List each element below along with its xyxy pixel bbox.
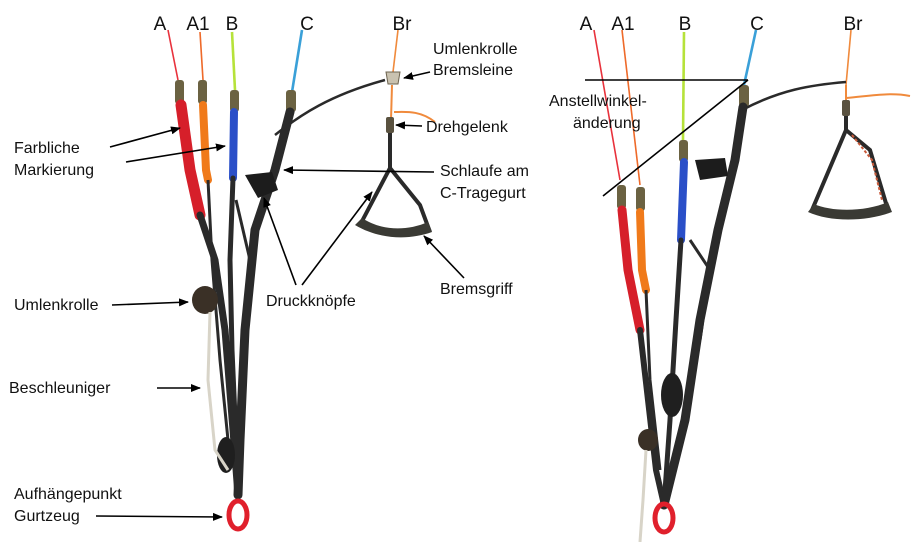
- right-pulley-lower: [638, 429, 658, 451]
- label-aufhaengepunkt-line2: Gurtzeug: [14, 508, 80, 525]
- left-line-b: [232, 32, 235, 90]
- left-riser-set: [168, 30, 435, 529]
- arrow-aufhaengepunkt: [96, 516, 222, 517]
- left-brake-handle-strap: [360, 133, 430, 232]
- left-line-br: [393, 30, 398, 72]
- right-brake-handle-stitch: [852, 135, 882, 200]
- left-orange-marking: [203, 105, 208, 180]
- label-umlenkrolle: Umlenkrolle: [14, 297, 99, 314]
- label-schlaufe-line2: C-Tragegurt: [440, 185, 526, 202]
- right-brake-handle: [808, 202, 892, 220]
- left-hang-loop: [229, 501, 247, 529]
- arrow-umlenkrolle-bremsleine: [404, 72, 430, 78]
- left-brake-handle: [355, 218, 432, 237]
- right-pulley: [661, 373, 683, 417]
- label-farbliche-line1: Farbliche: [14, 140, 80, 157]
- left-blue-marking: [233, 112, 234, 178]
- label-druckknoepfe: Druckknöpfe: [266, 293, 356, 310]
- left-line-a1: [200, 32, 203, 80]
- label-anstellwinkel-line1: Anstellwinkel-: [549, 93, 647, 110]
- left-brake-pulley: [386, 72, 400, 84]
- right-line-c: [744, 30, 756, 85]
- right-brake-connect: [742, 82, 846, 110]
- left-header-b: B: [226, 14, 239, 35]
- label-drehgelenk: Drehgelenk: [426, 119, 509, 136]
- arrow-schlaufe: [284, 170, 434, 172]
- label-schlaufe-line1: Schlaufe am: [440, 163, 529, 180]
- arrow-druckknoepfe-to-loop: [264, 198, 296, 285]
- right-header-c: C: [750, 14, 764, 35]
- right-swivel: [842, 100, 850, 116]
- left-header-br: Br: [393, 14, 413, 35]
- right-maillon-a1: [636, 187, 645, 211]
- left-pulley: [192, 286, 218, 314]
- left-header-a1: A1: [186, 14, 209, 35]
- right-line-b: [683, 32, 684, 140]
- right-maillon-a: [617, 185, 626, 209]
- arrow-farbliche-to-blue: [126, 146, 225, 162]
- right-blue-marking: [681, 162, 684, 240]
- arrow-bremsgriff: [424, 236, 464, 278]
- arrow-drehgelenk: [396, 125, 422, 126]
- left-red-marking: [181, 105, 200, 215]
- left-maillon-a1: [198, 80, 207, 104]
- right-header-a: A: [580, 14, 593, 35]
- right-line-br: [846, 30, 851, 85]
- left-header-c: C: [300, 14, 314, 35]
- arrow-farbliche-to-red: [110, 128, 180, 147]
- label-umlenkrolle-bremsleine-line1: Umlenkrolle: [433, 41, 518, 58]
- arrow-umlenkrolle: [112, 302, 188, 305]
- label-farbliche-line2: Markierung: [14, 162, 94, 179]
- label-anstellwinkel-line2: änderung: [573, 115, 641, 132]
- left-swivel: [386, 117, 394, 133]
- left-line-a: [168, 30, 178, 80]
- right-orange-marking: [640, 212, 646, 290]
- right-header-br: Br: [844, 14, 864, 35]
- label-beschleuniger: Beschleuniger: [9, 380, 111, 397]
- left-c-loop: [245, 172, 278, 198]
- label-umlenkrolle-bremsleine-line2: Bremsleine: [433, 62, 513, 79]
- right-brake-orange: [846, 85, 910, 102]
- label-bremsgriff: Bremsgriff: [440, 281, 513, 298]
- right-header-a1: A1: [611, 14, 634, 35]
- left-brake-orange: [391, 85, 435, 122]
- arrow-druckknoepfe-to-handle: [302, 192, 372, 285]
- right-brake-handle-strap: [812, 116, 888, 210]
- left-line-c: [292, 30, 302, 92]
- right-c-loop: [695, 158, 728, 180]
- right-accel-line: [640, 450, 646, 542]
- right-header-b: B: [679, 14, 692, 35]
- label-aufhaengepunkt-line1: Aufhängepunkt: [14, 486, 122, 503]
- left-header-a: A: [154, 14, 167, 35]
